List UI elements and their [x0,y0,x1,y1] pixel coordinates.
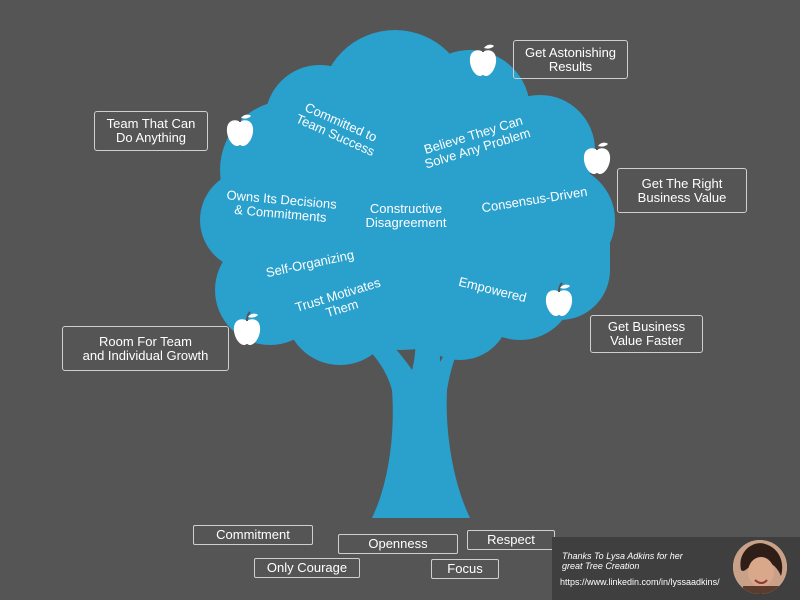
outcome-get-astonishing-results: Get Astonishing Results [513,40,628,79]
apple-icon [469,42,497,76]
value-only-courage: Only Courage [254,558,360,578]
outcome-room-for-team-and-individual-growth: Room For Team and Individual Growth [62,326,229,371]
outcome-get-the-right-business-value: Get The Right Business Value [617,168,747,213]
credit-thanks-text: Thanks To Lysa Adkins for her great Tree… [562,551,683,571]
author-portrait-graphic [733,540,787,594]
value-commitment: Commitment [193,525,313,545]
outcome-label: Get The Right Business Value [637,175,727,205]
outcome-get-business-value-faster: Get Business Value Faster [590,315,703,353]
apple-icon [545,282,573,316]
outcome-label: Get Astonishing Results [524,44,617,74]
value-respect: Respect [467,530,555,550]
outcome-label: Get Business Value Faster [607,319,686,348]
tree-trunk [350,320,470,518]
quality-constructive-disagreement: Constructive Disagreement [365,201,447,230]
outcome-label: Room For Team and Individual Growth [82,333,209,363]
apple-icon [583,140,611,174]
tree-canopy [200,30,615,365]
credit-url-link[interactable]: https://www.linkedin.com/in/lyssaadkins/ [560,577,720,587]
value-focus: Focus [431,559,499,579]
apple-icon [226,112,254,146]
outcome-team-that-can-do-anything: Team That Can Do Anything [94,111,208,151]
apple-icon [233,311,261,345]
outcome-label: Team That Can Do Anything [106,116,196,145]
author-photo [733,540,787,594]
value-openness: Openness [338,534,458,554]
